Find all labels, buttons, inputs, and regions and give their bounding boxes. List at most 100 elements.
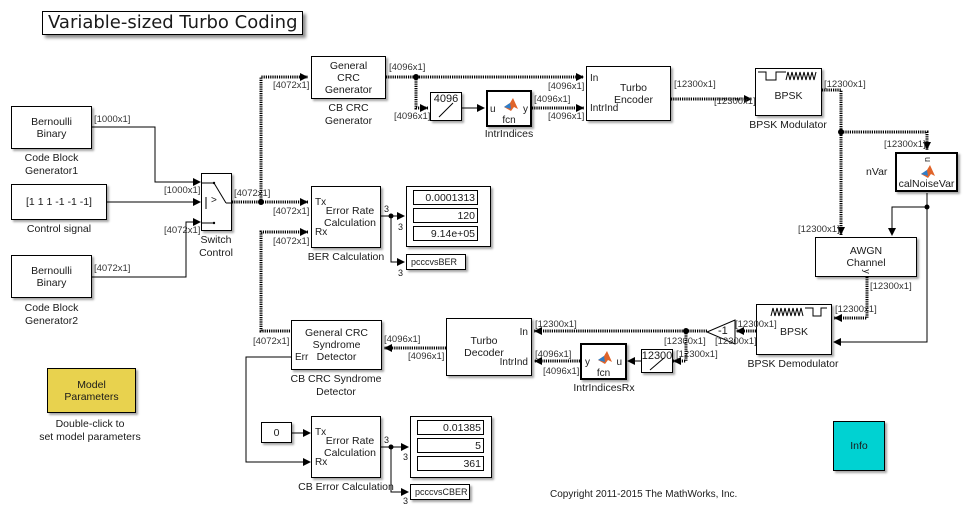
label-line: Generator2 bbox=[24, 315, 79, 327]
cal-noise-var-block[interactable]: u calNoiseVar bbox=[895, 152, 958, 192]
signal-dim: [4096x1] bbox=[548, 81, 585, 92]
port-err: Err bbox=[295, 352, 309, 363]
block-text: Turbo bbox=[619, 81, 648, 94]
block-text: Calculation bbox=[324, 217, 376, 229]
wire-nvar-awgn bbox=[888, 193, 928, 236]
selector-tx-block[interactable]: 4096 bbox=[430, 92, 462, 121]
signal-dim: [12300x1] bbox=[674, 79, 716, 90]
block-text: Model bbox=[77, 378, 106, 391]
signal-dim: [4096x1] bbox=[394, 111, 431, 122]
slash-icon bbox=[649, 357, 665, 371]
label-line: Double-click to bbox=[55, 418, 125, 430]
port-intrind: IntrInd bbox=[499, 357, 528, 368]
arrow-dec-in bbox=[534, 327, 542, 335]
turbo-decoder-block[interactable]: In IntrInd Turbo Decoder bbox=[446, 318, 532, 376]
bus-crc-sel bbox=[414, 77, 428, 110]
switch-criterion: > bbox=[211, 195, 217, 206]
block-text: Decoder bbox=[464, 347, 504, 359]
wire-cber-ws bbox=[390, 447, 409, 496]
port-y: y bbox=[523, 104, 528, 115]
bernoulli-block-2[interactable]: Bernoulli Binary bbox=[11, 255, 92, 298]
ber-calculation-block[interactable]: Tx Rx Error Rate Calculation bbox=[311, 186, 381, 248]
gain-block[interactable] bbox=[705, 318, 737, 346]
bpsk-demodulator-block[interactable]: BPSK bbox=[756, 304, 832, 355]
port-y: y bbox=[861, 269, 872, 274]
dim-label: 3 bbox=[384, 435, 390, 445]
block-text: AWGN bbox=[849, 245, 883, 257]
block-text: Binary bbox=[36, 127, 67, 140]
model-parameters-button[interactable]: Model Parameters bbox=[47, 368, 136, 413]
label-line: Generator bbox=[324, 115, 373, 127]
bernoulli-block-1[interactable]: Bernoulli Binary bbox=[11, 106, 92, 149]
ber-display[interactable]: 0.0001313 120 9.14e+05 bbox=[406, 186, 491, 247]
wire-err-cber bbox=[245, 356, 311, 466]
block-text: Encoder bbox=[613, 93, 654, 106]
crc-syndrome-detector-label: CB CRC Syndrome Detector bbox=[283, 373, 389, 399]
ber-workspace-block[interactable]: pcccvsBER bbox=[406, 254, 466, 270]
signal-dim: [4096x1] bbox=[543, 366, 580, 377]
fcn-text: fcn bbox=[502, 115, 516, 126]
dim-label: 3 bbox=[403, 452, 409, 462]
awgn-channel-block[interactable]: AWGN Channel y bbox=[815, 237, 917, 277]
signal-dim: [4096x1] bbox=[408, 351, 445, 362]
cb-error-calculation-label: CB Error Calculation bbox=[298, 481, 394, 493]
arrow-gain-in bbox=[736, 327, 744, 335]
intr-indices-label: IntrIndices bbox=[484, 128, 534, 140]
signal-dim: [4072x1] bbox=[273, 236, 310, 247]
info-button[interactable]: Info bbox=[833, 421, 885, 471]
port-tx: Tx bbox=[315, 427, 327, 438]
control-signal-block[interactable]: [1 1 1 -1 -1 -1] bbox=[11, 184, 107, 220]
block-text: BPSK bbox=[774, 90, 803, 102]
arrow-enc-intr bbox=[576, 104, 584, 112]
arrow-enc-in bbox=[576, 73, 584, 81]
arrow-mod-in bbox=[744, 95, 752, 103]
block-text: Bernoulli bbox=[31, 264, 72, 277]
bus-awgn-demod bbox=[834, 277, 869, 320]
port-u: u bbox=[923, 156, 934, 163]
label-line: CB CRC bbox=[328, 102, 369, 114]
block-text: Parameters bbox=[64, 390, 119, 403]
cb-error-calculation-block[interactable]: Tx Rx Error Rate Calculation bbox=[311, 416, 381, 478]
cber-display[interactable]: 0.01385 5 361 bbox=[410, 416, 492, 478]
port-u: u bbox=[490, 104, 496, 115]
bpsk-modulator-label: BPSK Modulator bbox=[749, 119, 827, 131]
signal-dim: [4096x1] bbox=[535, 349, 572, 360]
signal-dim: [4096x1] bbox=[548, 111, 585, 122]
crc-generator-block[interactable]: General CRC Generator bbox=[311, 56, 386, 99]
constant-zero-block[interactable]: 0 bbox=[261, 422, 292, 443]
signal-dim: [4072x1] bbox=[234, 188, 271, 199]
model-parameters-label: Double-click to set model parameters bbox=[30, 418, 150, 444]
matlab-logo-icon bbox=[598, 351, 612, 364]
port-in: In bbox=[590, 73, 599, 84]
signal-dim: [4096x1] bbox=[534, 94, 571, 105]
switch-icon bbox=[202, 181, 231, 225]
block-text: Turbo bbox=[470, 335, 498, 347]
cber-workspace-block[interactable]: pcccvsCBER bbox=[410, 484, 470, 500]
intr-indices-block[interactable]: u y fcn bbox=[486, 90, 532, 127]
signal-dim: [12300x1] bbox=[835, 304, 877, 315]
port-intrind: IntrInd bbox=[590, 103, 619, 114]
signal-dim: [4072x1] bbox=[253, 336, 290, 347]
turbo-encoder-block[interactable]: In IntrInd Turbo Encoder bbox=[586, 66, 671, 121]
block-text: Error Rate bbox=[325, 435, 375, 447]
label-line: Generator1 bbox=[24, 165, 79, 177]
dim-label: 3 bbox=[403, 496, 409, 506]
crc-syndrome-detector-block[interactable]: General CRC Syndrome Detector Err bbox=[291, 320, 382, 370]
fcn-text: fcn bbox=[596, 368, 611, 379]
nvar-label: nVar bbox=[866, 166, 888, 178]
signal-dim: [4072x1] bbox=[94, 263, 131, 274]
dim-label: 3 bbox=[384, 204, 390, 214]
block-count: 361 bbox=[417, 456, 484, 471]
block-text: 4096 bbox=[433, 93, 459, 105]
waveform-icon bbox=[758, 71, 817, 81]
label-line: set model parameters bbox=[39, 431, 141, 443]
arrow-awgn-in bbox=[837, 227, 845, 235]
selector-rx-block[interactable]: 12300 bbox=[641, 349, 673, 373]
bpsk-modulator-block[interactable]: BPSK bbox=[755, 68, 822, 116]
cber-value: 0.01385 bbox=[417, 420, 484, 435]
arrow-demod-in bbox=[834, 314, 842, 322]
switch-control-block[interactable]: > bbox=[201, 173, 232, 231]
intr-indices-rx-block[interactable]: y u fcn bbox=[580, 343, 627, 380]
arrow-det-in bbox=[384, 344, 392, 352]
error-count: 120 bbox=[413, 208, 478, 223]
